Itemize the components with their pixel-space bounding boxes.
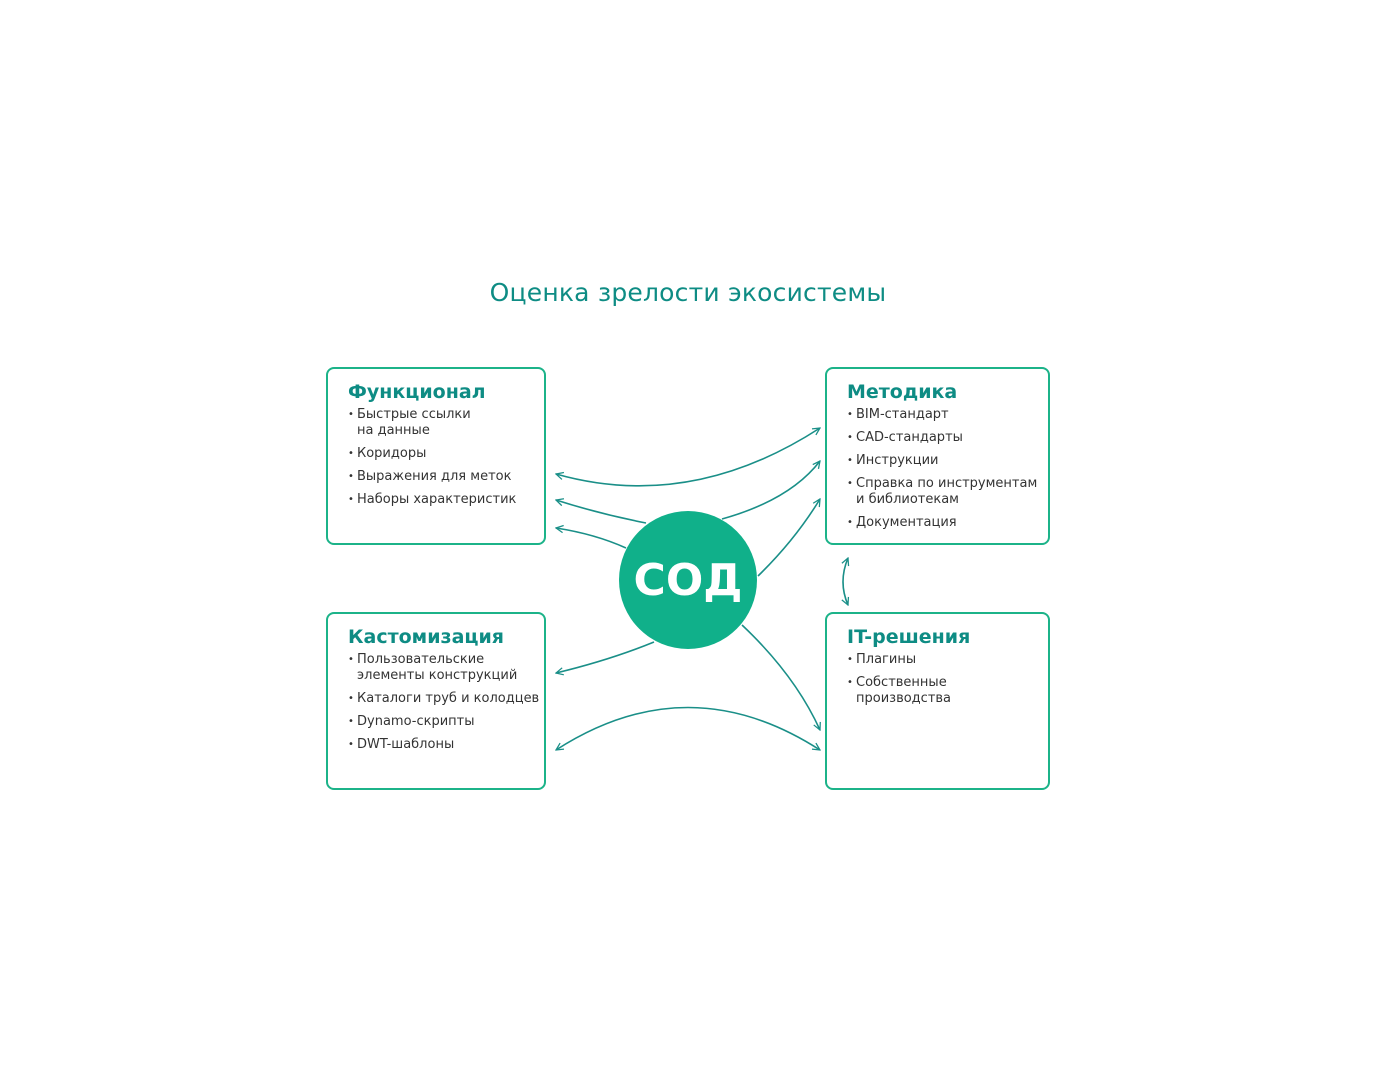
list-item: Dynamo-скрипты [348,714,536,730]
list-item: DWT-шаблоны [348,737,536,753]
arrow-sod-funkcional-1 [556,500,647,524]
list-item: Коридоры [348,446,536,462]
list-item: Инструкции [847,453,1040,469]
arrow-funkcional-metodika [556,428,820,487]
list-item: Плагины [847,652,1040,668]
arrow-sod-funkcional-2 [556,528,627,549]
box-heading: Кастомизация [348,626,504,648]
list-item: Пользовательские элементы конструкций [348,652,527,684]
arrow-sod-kastomizaciya [556,641,655,673]
list-item: Каталоги труб и колодцев [348,691,539,707]
list-item: Наборы характеристик [348,492,536,508]
arrow-sod-metodika-2 [757,499,820,577]
arrow-kastomizaciya-it [556,706,820,751]
list-item: Быстрые ссылки на данные [348,407,477,439]
sod-circle: СОД [619,511,757,649]
box-it-resheniya: IT-решения Плагины Собственные производс… [825,612,1050,790]
arrow-sod-metodika-1 [721,461,820,520]
list-item: Собственные производства [847,675,966,707]
box-heading: Функционал [348,381,486,403]
box-heading: Методика [847,381,958,403]
arrow-sod-it [741,624,820,730]
list-item: Документация [847,515,1040,531]
list-item: Выражения для меток [348,469,536,485]
box-heading: IT-решения [847,626,971,648]
list-item: Справка по инструментам и библиотекам [847,476,1041,508]
list-item: BIM-стандарт [847,407,1040,423]
sod-label: СОД [633,554,743,606]
box-metodika: Методика BIM-стандарт CAD-стандарты Инст… [825,367,1050,545]
arrow-metodika-it [843,558,848,605]
diagram-title: Оценка зрелости экосистемы [489,278,887,307]
list-item: CAD-стандарты [847,430,1040,446]
box-kastomizaciya: Кастомизация Пользовательские элементы к… [326,612,546,790]
box-funkcional: Функционал Быстрые ссылки на данные Кори… [326,367,546,545]
